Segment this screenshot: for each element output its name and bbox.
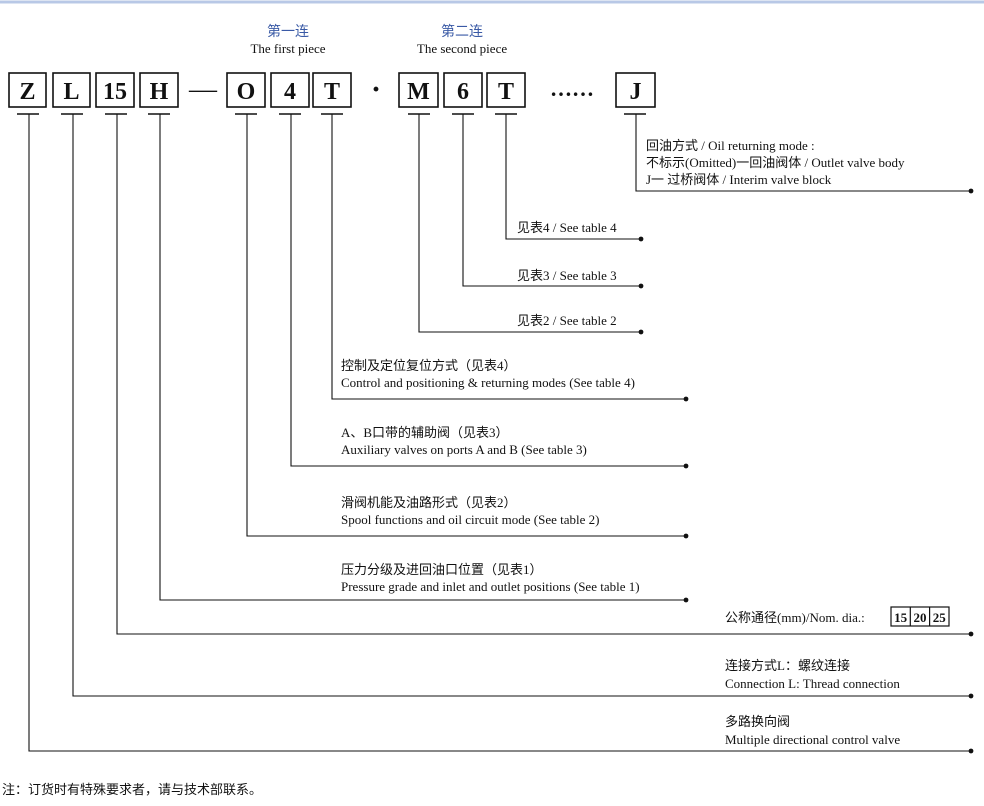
nominal-value-15: 15 [894, 610, 908, 625]
multiple-cn: 多路换向阀 [725, 714, 790, 729]
control-cn: 控制及定位复位方式（见表4） [341, 358, 517, 373]
svg-text:J: J [630, 79, 642, 105]
nominal-value-20: 20 [914, 610, 927, 625]
see-table3-label: 见表3 / See table 3 [517, 268, 617, 283]
svg-text:L: L [63, 79, 79, 105]
svg-text:T: T [498, 79, 514, 105]
leader-o [246, 114, 686, 537]
connection-en: Connection L: Thread connection [725, 676, 900, 691]
leader-h [159, 114, 686, 601]
svg-text:M: M [407, 79, 430, 105]
code-ellipsis: …… [550, 76, 594, 101]
leader-15 [116, 114, 971, 635]
see-table2-label: 见表2 / See table 2 [517, 313, 617, 328]
svg-text:H: H [150, 79, 169, 105]
spool-cn: 滑阀机能及油路形式（见表2） [341, 495, 517, 510]
connection-cn: 连接方式L：螺纹连接 [725, 658, 850, 673]
oil-return-line3: J一 过桥阀体 / Interim valve block [646, 172, 832, 187]
leader-m [418, 114, 641, 333]
oil-return-line1: 回油方式 / Oil returning mode : [646, 138, 815, 153]
code-box-4: 4 [270, 72, 310, 108]
leader-j [635, 114, 971, 192]
code-box-t2: T [486, 72, 526, 108]
nominal-values: 15 20 25 [890, 606, 950, 627]
first-piece-cn: 第一连 [267, 23, 309, 40]
see-table4-label: 见表4 / See table 4 [517, 220, 617, 235]
code-box-h: H [139, 72, 179, 108]
footnote: 注：订货时有特殊要求者，请与技术部联系。 [2, 782, 262, 797]
auxiliary-cn: A、B口带的辅助阀（见表3） [341, 425, 509, 440]
control-en: Control and positioning & returning mode… [341, 375, 635, 390]
first-piece-en: The first piece [250, 41, 325, 56]
svg-text:15: 15 [103, 79, 127, 105]
second-piece-cn: 第二连 [441, 23, 483, 40]
oil-return-line2: 不标示(Omitted)一回油阀体 / Outlet valve body [646, 155, 905, 170]
code-box-z: Z [8, 72, 47, 108]
second-piece-en: The second piece [417, 41, 507, 56]
leader-4 [290, 114, 686, 467]
pressure-cn: 压力分级及进回油口位置（见表1） [341, 562, 543, 577]
code-box-j: J [615, 72, 656, 108]
nominal-value-25: 25 [933, 610, 947, 625]
code-box-m: M [398, 72, 439, 108]
leader-z [28, 114, 971, 752]
code-box-6: 6 [443, 72, 483, 108]
spool-en: Spool functions and oil circuit mode (Se… [341, 512, 600, 527]
leader-t1 [331, 114, 686, 400]
svg-text:Z: Z [19, 79, 35, 105]
svg-text:O: O [237, 79, 256, 105]
code-box-o: O [226, 72, 266, 108]
leader-l [72, 114, 971, 697]
multiple-en: Multiple directional control valve [725, 732, 900, 747]
pressure-en: Pressure grade and inlet and outlet posi… [341, 579, 640, 594]
nominal-label: 公称通径(mm)/Nom. dia.: [725, 610, 865, 625]
code-box-l: L [52, 72, 91, 108]
svg-text:6: 6 [457, 79, 469, 105]
svg-text:4: 4 [284, 79, 296, 105]
code-box-t1: T [312, 72, 352, 108]
auxiliary-en: Auxiliary valves on ports A and B (See t… [341, 442, 587, 457]
leader-t2 [505, 114, 641, 240]
code-dash: — [188, 74, 218, 105]
leader-end-dots [638, 188, 974, 754]
leader-6 [462, 114, 641, 287]
code-box-15: 15 [95, 72, 135, 108]
svg-text:T: T [324, 79, 340, 105]
code-dot: · [371, 73, 381, 106]
